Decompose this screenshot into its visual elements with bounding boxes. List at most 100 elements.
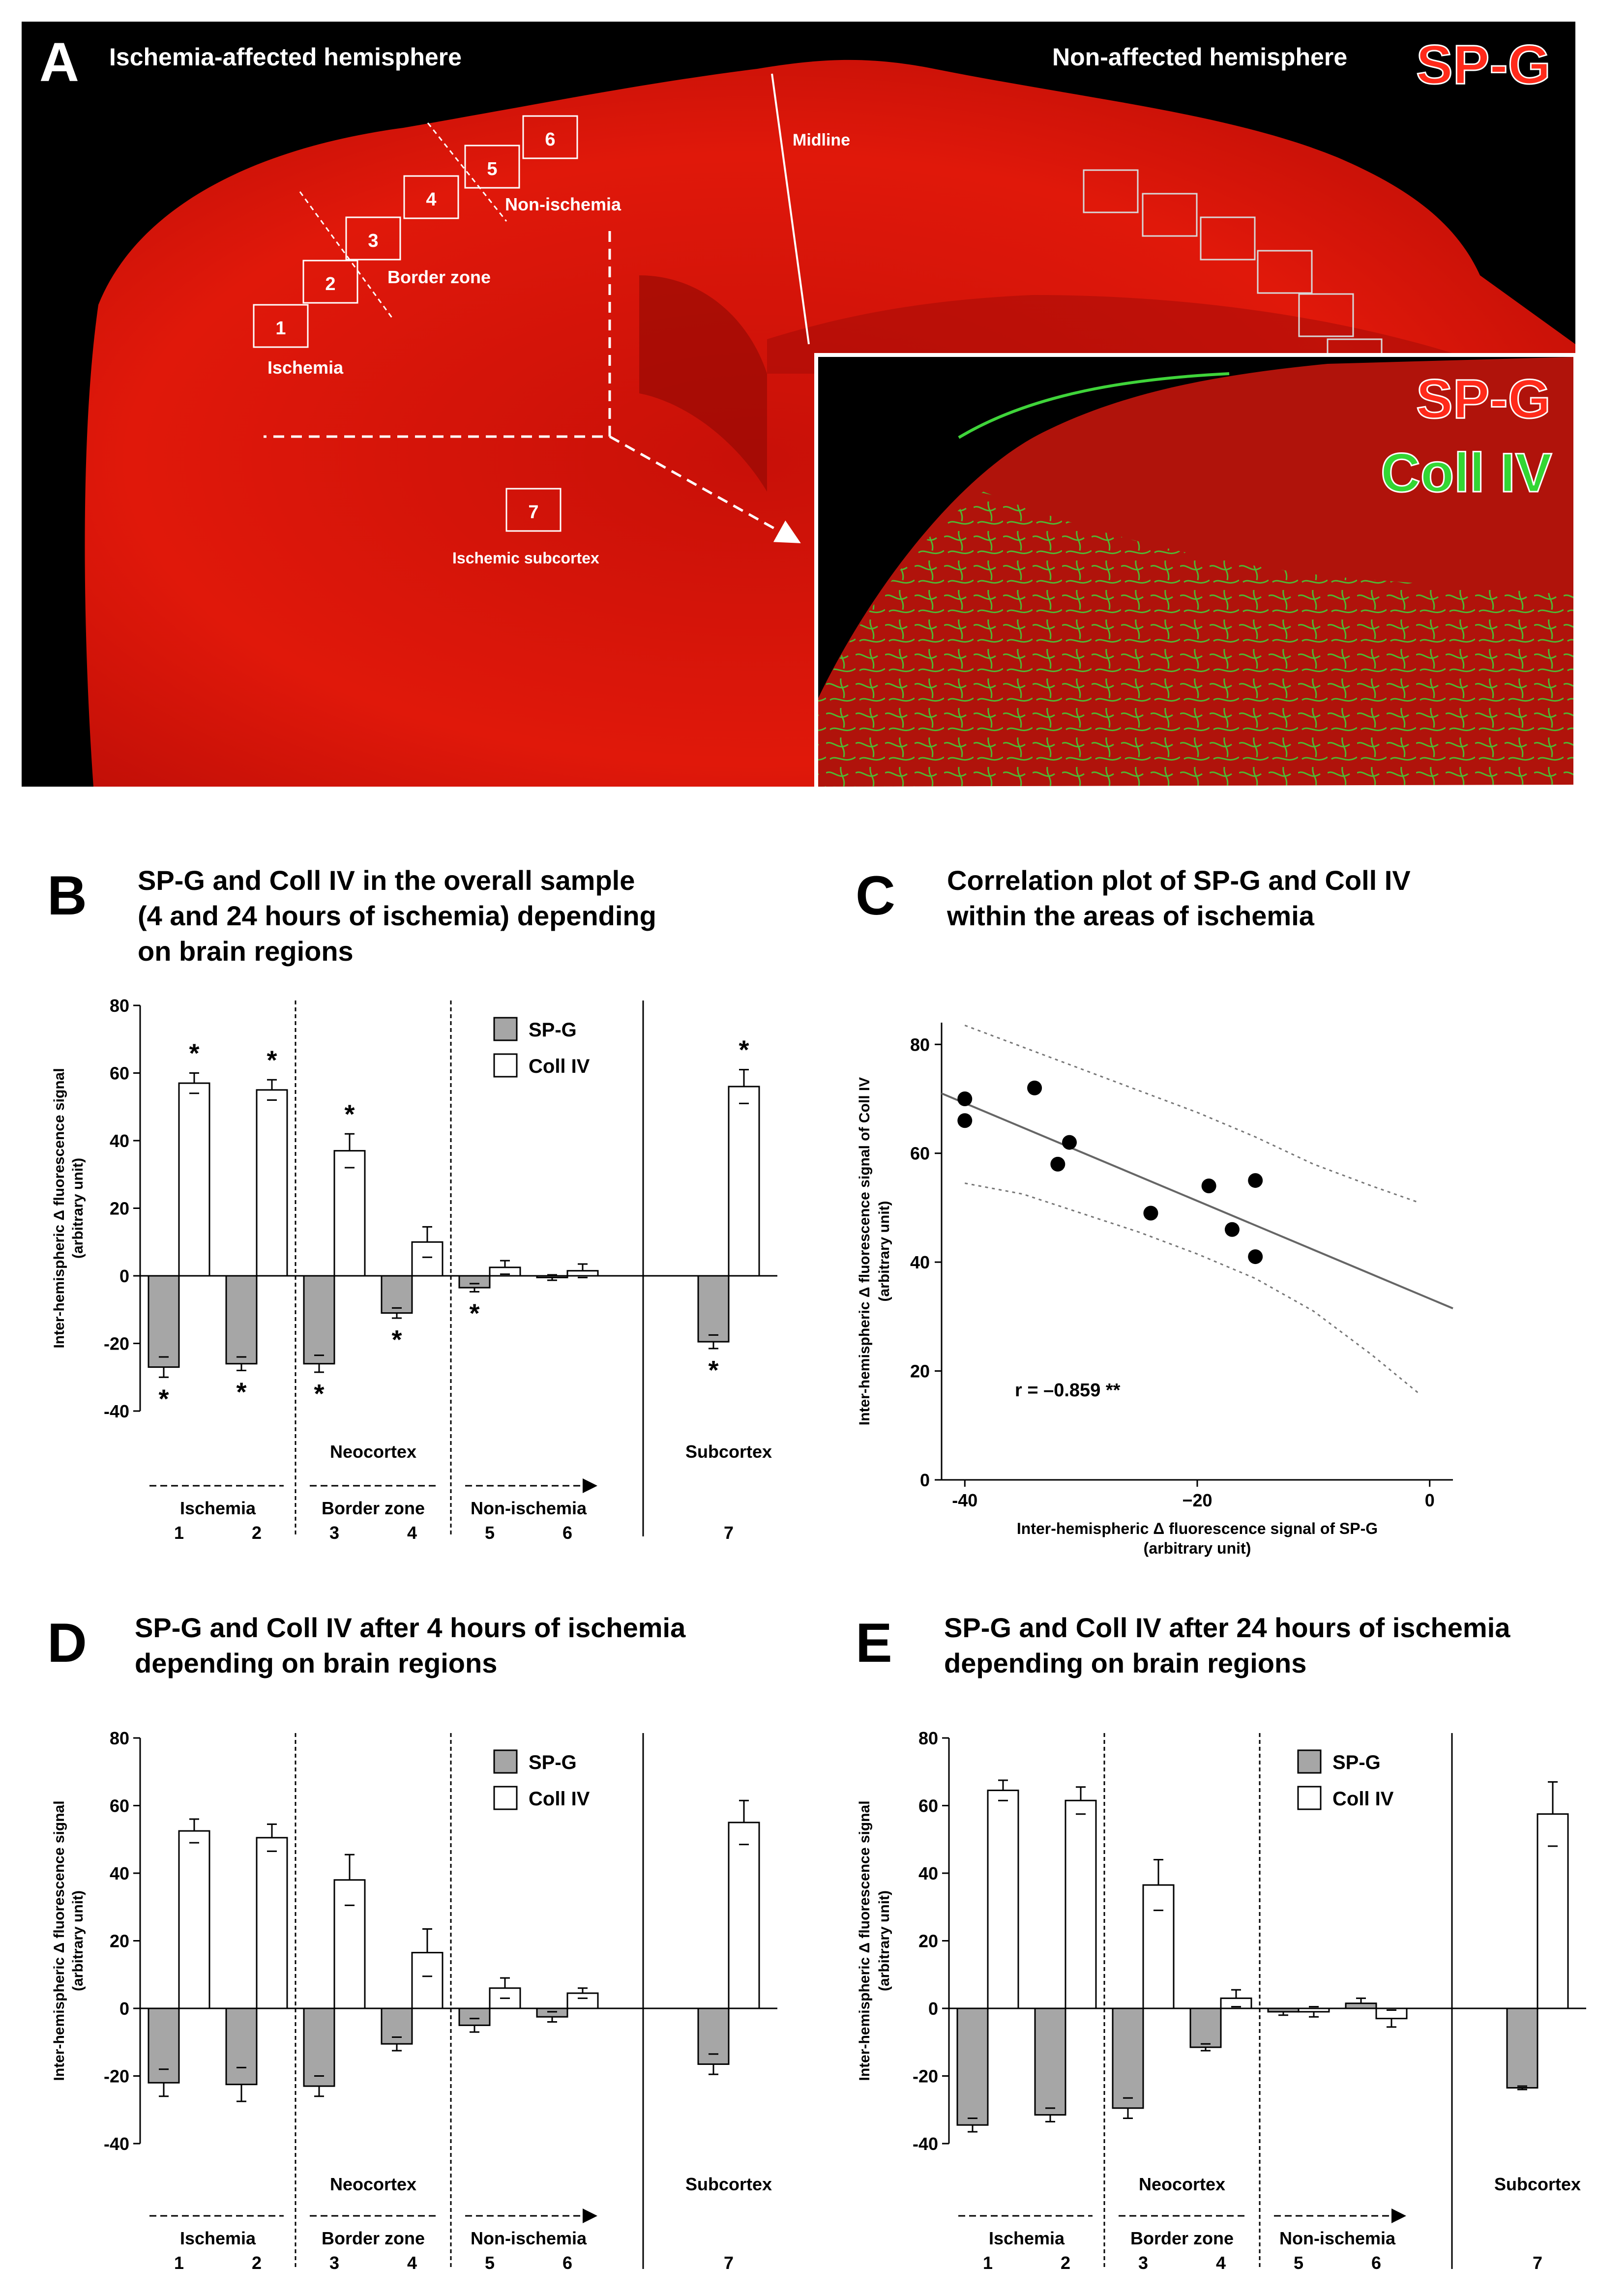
bar-spg [536,2007,568,2018]
bar-coll [256,1837,288,2009]
y-tick-label: -20 [104,1334,129,1354]
x-tick-label: -40 [952,1490,977,1510]
bar-spg [1506,2007,1538,2089]
bar-spg [1345,2002,1377,2009]
region-number-5: 5 [487,159,497,179]
legend-swatch-coll [493,1053,518,1078]
group-label-border-zone: Border zone [322,1498,425,1518]
contra-box-4 [1257,250,1313,294]
y-tick-label: -20 [104,2066,129,2087]
y-tick-label: 20 [110,1199,129,1219]
brain-section-image [85,59,1575,787]
region-tick-label: 4 [407,2253,417,2273]
group-label-non-ischemia: Non-ischemia [1279,2228,1396,2248]
bar-spg [956,2007,989,2126]
significance-star: * [189,1039,199,1068]
panel-e-title-line-2: depending on brain regions [944,1648,1306,1678]
y-tick-label: 40 [910,1252,930,1272]
area-label-neocortex: Neocortex [1139,2174,1225,2194]
y-axis-label: Inter-hemispheric Δ fluorescence signal [51,1068,67,1348]
bar-spg [225,2007,258,2086]
y-tick-label: 0 [119,1999,129,2019]
y-tick-label: 0 [920,1470,930,1490]
legend-label-coll: Coll IV [529,1788,590,1810]
region-number-4: 4 [426,189,436,210]
label-border-zone: Border zone [387,267,491,287]
y-axis-label: Inter-hemispheric Δ fluorescence signal [857,1800,873,2081]
inset-stain-spg: SP-G [1416,368,1551,430]
region-box-7 [505,488,562,532]
divider-border-nonischemia [427,122,507,222]
y-axis-label: Inter-hemispheric Δ fluorescence signal [51,1800,67,2081]
region-tick-label: 2 [252,1523,262,1543]
panel-letter-d: D [47,1612,87,1674]
significance-star: * [266,1045,277,1075]
region-box-3 [345,216,401,261]
title-nonaffected-hemisphere: Non-affected hemisphere [1052,43,1347,71]
label-non-ischemia: Non-ischemia [505,194,621,214]
scatter-point [1027,1080,1042,1095]
legend-label-spg: SP-G [529,1019,577,1041]
y-tick-label: 60 [910,1144,930,1164]
significance-star: * [158,1384,169,1413]
region-tick-label: 3 [329,2253,339,2273]
contra-box-2 [1142,193,1198,237]
region-tick-label: 1 [983,2253,993,2273]
legend-swatch-coll [493,1786,518,1810]
bar-coll [178,1830,210,2009]
panel-b-title-line-2: (4 and 24 hours of ischemia) depending [138,900,656,931]
regression-line [941,1092,1453,1310]
y-tick-label: -40 [913,2134,938,2154]
y-axis-unit: (arbitrary unit) [876,1201,892,1301]
region-box-4 [403,175,459,219]
scatter-point [1248,1173,1263,1188]
region-number-1: 1 [275,318,286,339]
region-number-3: 3 [368,231,378,251]
region-box-2 [302,260,358,304]
region-tick-label: 5 [485,2253,495,2273]
y-tick-label: 20 [910,1361,930,1382]
bar-coll [1065,1799,1097,2009]
label-ischemic-subcortex: Ischemic subcortex [452,549,599,567]
region-boxes: 1 2 3 4 5 6 7 [253,115,578,532]
panel-letter-b: B [47,865,87,926]
panel-letter-c: C [856,865,895,926]
bar-coll [1142,1884,1175,2009]
bar-spg [1034,2007,1066,2116]
scatter-point [1224,1222,1240,1237]
panel-e-title-line-1: SP-G and Coll IV after 24 hours of ische… [944,1612,1510,1643]
significance-star: * [469,1298,479,1328]
group-label-border-zone: Border zone [1130,2228,1234,2248]
region-number-2: 2 [325,274,335,294]
legend-label-spg: SP-G [529,1752,577,1773]
significance-star: * [314,1379,324,1409]
bar-coll [411,1241,444,1277]
contra-box-5 [1298,293,1354,337]
bar-spg [381,2007,413,2045]
bar-coll [411,1952,444,2009]
bar-spg [225,1275,258,1365]
panel-d-header: D SP-G and Coll IV after 4 hours of isch… [47,1612,686,1678]
bar-coll [728,1822,760,2009]
y-tick-label: -20 [913,2066,938,2087]
region-tick-label: 1 [174,1523,184,1543]
panel-b-title-line-3: on brain regions [138,936,354,967]
bar-spg [697,1275,730,1343]
region-tick-label: 4 [1216,2253,1226,2273]
area-label-subcortex: Subcortex [685,2174,772,2194]
bar-spg [536,1275,568,1278]
bar-coll [1298,2007,1330,2013]
significance-star: * [708,1355,718,1385]
group-label-ischemia: Ischemia [989,2228,1065,2248]
group-label-ischemia: Ischemia [180,1498,256,1518]
x-tick-label: 0 [1425,1490,1435,1510]
confidence-band-lower [964,1182,1419,1394]
midline-label: Midline [793,131,850,149]
inset-pia [958,372,1230,439]
inset-micrograph: SP-G Coll IV [814,353,1577,789]
bar-coll [987,1790,1019,2009]
bar-spg [1189,2007,1222,2048]
